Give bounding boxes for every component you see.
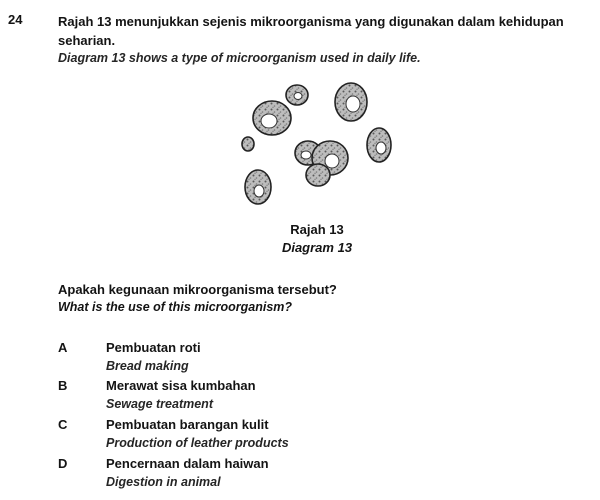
figure-caption-malay: Rajah 13 xyxy=(290,222,344,237)
option-letter: D xyxy=(58,456,68,471)
option-d[interactable]: D Pencernaan dalam haiwan Digestion in a… xyxy=(0,456,600,494)
option-text-malay: Merawat sisa kumbahan xyxy=(106,378,256,393)
yeast-cells-icon xyxy=(241,82,392,205)
question-prompt-english: What is the use of this microorganism? xyxy=(58,300,293,314)
option-text-malay: Pembuatan barangan kulit xyxy=(106,417,269,432)
option-text-english: Digestion in animal xyxy=(106,475,221,489)
option-text-malay: Pembuatan roti xyxy=(106,340,201,355)
question-stem-malay: Rajah 13 menunjukkan sejenis mikroorgani… xyxy=(58,14,564,48)
question-number: 24 xyxy=(8,12,23,27)
option-letter: C xyxy=(58,417,68,432)
option-a[interactable]: A Pembuatan roti Bread making xyxy=(0,340,600,378)
option-text-english: Production of leather products xyxy=(106,436,289,450)
option-text-english: Bread making xyxy=(106,359,189,373)
yeast-cells-figure xyxy=(234,78,394,208)
option-c[interactable]: C Pembuatan barangan kulit Production of… xyxy=(0,417,600,455)
figure-caption-english: Diagram 13 xyxy=(281,240,353,255)
question-prompt-malay: Apakah kegunaan mikroorganisma tersebut? xyxy=(58,282,337,297)
option-text-malay: Pencernaan dalam haiwan xyxy=(106,456,269,471)
option-letter: B xyxy=(58,378,68,393)
option-b[interactable]: B Merawat sisa kumbahan Sewage treatment xyxy=(0,378,600,416)
option-text-english: Sewage treatment xyxy=(106,397,213,411)
option-letter: A xyxy=(58,340,68,355)
question-stem-english: Diagram 13 shows a type of microorganism… xyxy=(58,51,421,65)
